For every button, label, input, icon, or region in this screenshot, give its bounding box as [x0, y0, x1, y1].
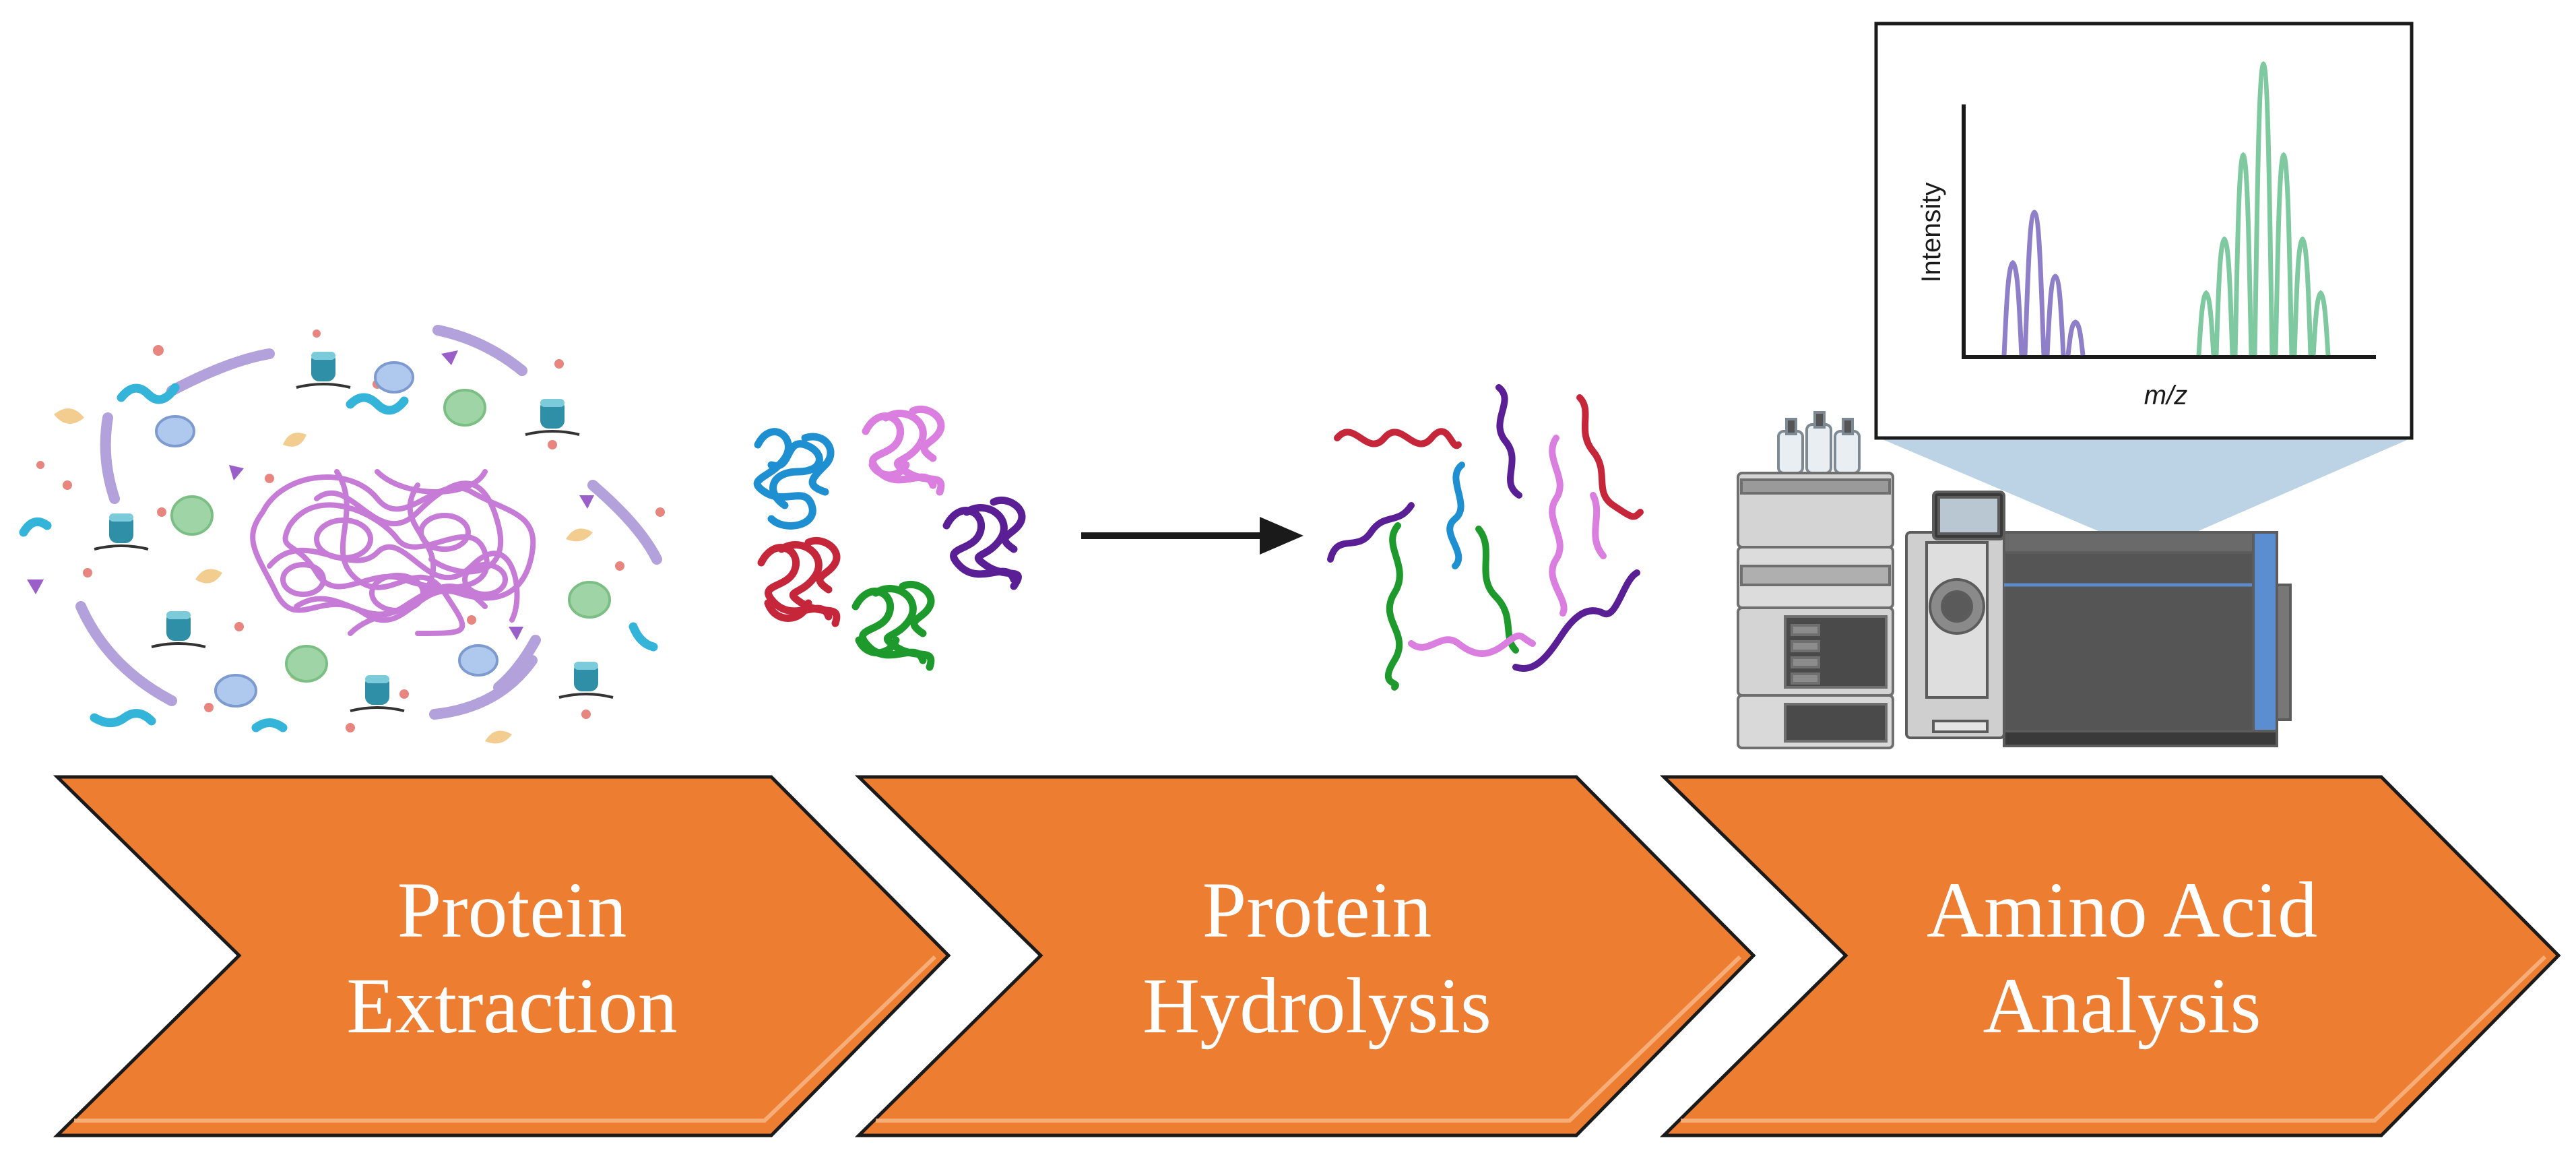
spectrum-frame: [1874, 22, 2414, 440]
step-label-amino-acid-analysis: Amino Acid Analysis: [1893, 863, 2351, 1054]
beam-projection: [1879, 438, 2412, 553]
step-label-protein-extraction: Protein Extraction: [323, 863, 701, 1054]
spectrum-y-label: Intensity: [1917, 183, 1946, 283]
step-3-line-2: Analysis: [1983, 962, 2261, 1050]
step-chevron-2: [854, 775, 1756, 1137]
cell-lysate-icon: [19, 325, 665, 744]
folded-protein-icon: [753, 405, 1026, 671]
step-chevron-3: [1659, 775, 2561, 1137]
step-chevron-1: [53, 775, 951, 1137]
step-label-protein-hydrolysis: Protein Hydrolysis: [1128, 863, 1506, 1054]
spectrum-peaks-light: [2001, 210, 2086, 356]
step-1-line-2: Extraction: [346, 962, 678, 1050]
lc-ms-instrument-icon: [1737, 411, 2412, 749]
step-1-line-1: Protein: [397, 866, 627, 954]
mass-spectrum-inset: Intensity m/z: [1874, 22, 2414, 440]
step-3-line-1: Amino Acid: [1926, 866, 2318, 954]
reaction-arrow-icon: [1081, 517, 1303, 555]
step-2-line-1: Protein: [1202, 866, 1432, 954]
peptide-fragment-icon: [1327, 384, 1644, 691]
spectrum-peaks-heavy: [2196, 61, 2331, 356]
spectrum-x-label: m/z: [2144, 381, 2187, 410]
step-2-line-2: Hydrolysis: [1142, 962, 1491, 1050]
